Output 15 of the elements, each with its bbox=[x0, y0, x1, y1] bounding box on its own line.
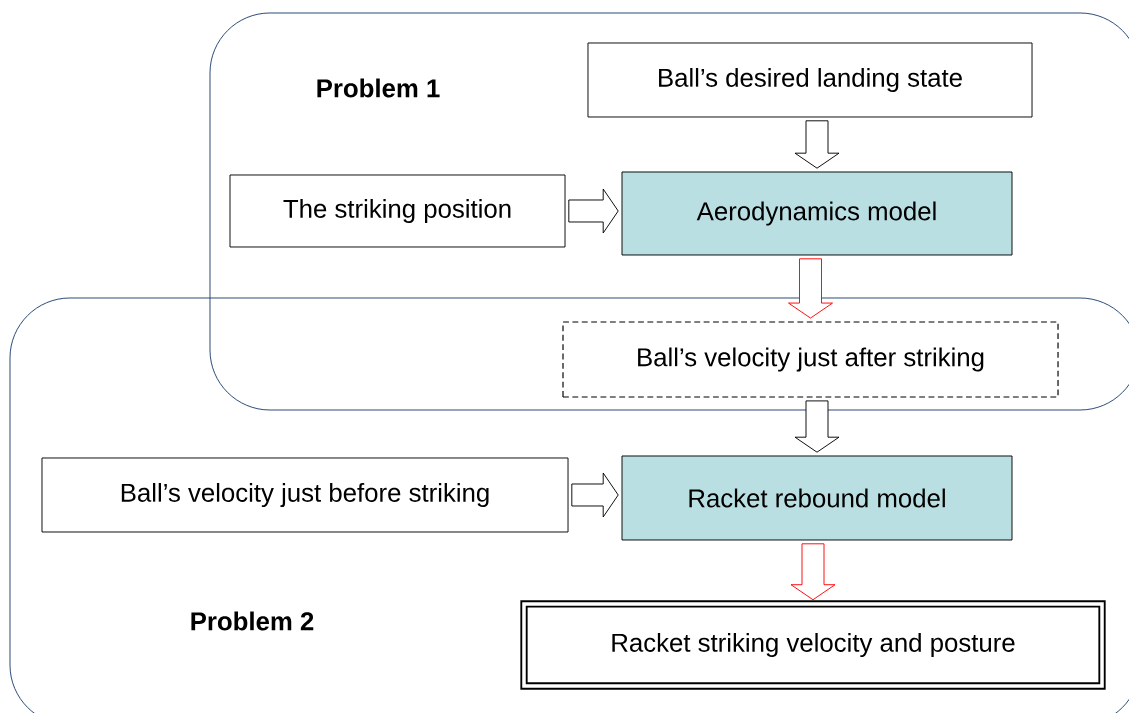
block-arrow bbox=[788, 258, 833, 319]
model-box: Racket rebound model bbox=[621, 455, 1013, 541]
input-box: Ball’s desired landing state bbox=[587, 42, 1033, 118]
model-box: Aerodynamics model bbox=[621, 171, 1013, 256]
region-title: Problem 2 bbox=[191, 611, 314, 631]
input-box: Ball’s velocity just before striking bbox=[41, 457, 569, 533]
block-arrow bbox=[794, 400, 840, 453]
dashed-box: Ball’s velocity just after striking bbox=[562, 321, 1059, 398]
block-arrow bbox=[568, 188, 619, 234]
input-box: The striking position bbox=[229, 174, 566, 248]
block-arrow bbox=[794, 120, 840, 169]
block-arrow bbox=[571, 472, 619, 518]
output-box: Racket striking velocity and posture bbox=[520, 600, 1106, 690]
block-arrow bbox=[790, 543, 836, 601]
region-title: Problem 1 bbox=[317, 78, 440, 98]
